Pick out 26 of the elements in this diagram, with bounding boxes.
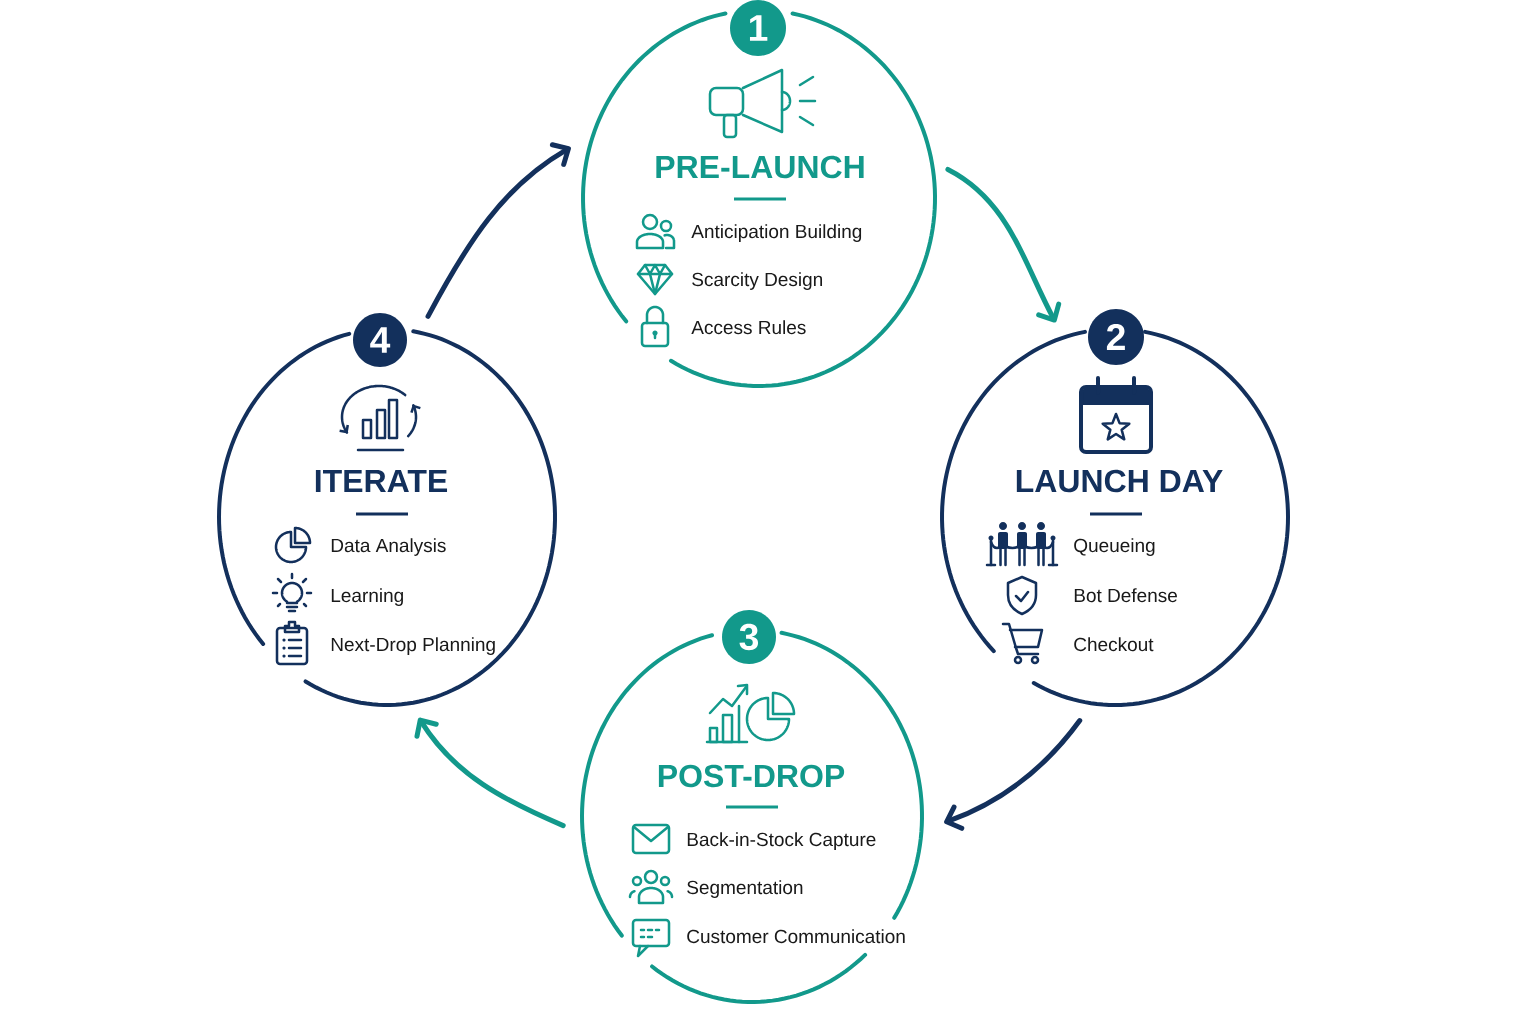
item-label: Segmentation <box>687 880 803 898</box>
number-badge: 4 <box>353 313 407 367</box>
arrow <box>944 718 1083 831</box>
item-label: Access Rules <box>691 320 806 335</box>
item-label: Queueing <box>1074 538 1155 556</box>
item-label: Customer Communication <box>687 929 905 944</box>
stage-title: POST-DROP <box>658 764 845 788</box>
item-label: Scarcity Design <box>692 272 822 290</box>
item-label: Anticipation Building <box>691 224 862 242</box>
arrow <box>945 166 1062 323</box>
arrow <box>414 717 566 829</box>
stage-title: ITERATE <box>315 470 448 492</box>
stage-title: LAUNCH DAY <box>1016 469 1223 493</box>
item-label: Bot Defense <box>1074 588 1177 603</box>
item-label: Data Analysis <box>331 538 446 556</box>
stage-circle <box>217 329 557 707</box>
arrow <box>425 142 571 319</box>
item-label: Learning <box>331 588 403 606</box>
number-badge: 3 <box>722 610 776 664</box>
item-label: Back-in-Stock Capture <box>687 832 876 850</box>
number-badge: 2 <box>1088 309 1144 365</box>
stage-title: PRE-LAUNCH <box>656 155 864 179</box>
item-label: Next-Drop Planning <box>331 637 495 655</box>
number-badge: 1 <box>730 0 786 56</box>
stage-circle <box>581 11 937 388</box>
item-label: Checkout <box>1074 637 1154 652</box>
